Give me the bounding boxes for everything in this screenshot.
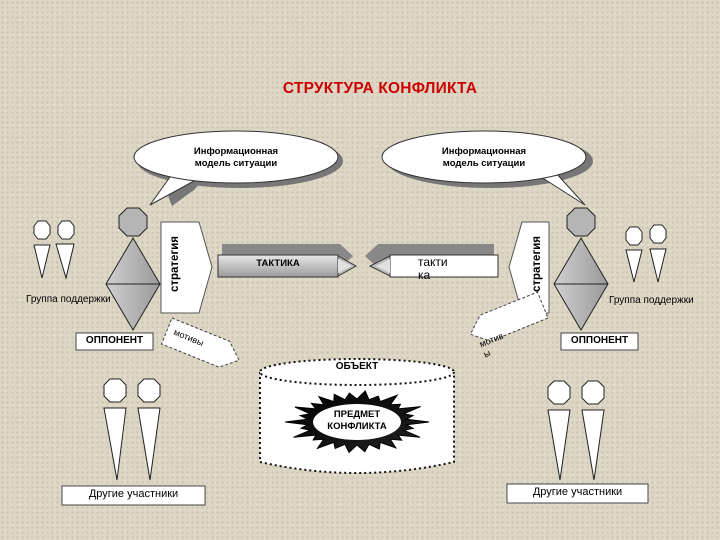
left-bubble [133,130,343,206]
right-strategy-label: стратегия [531,235,543,293]
left-strategy-arrow [160,221,213,314]
right-motives-arrow [469,291,549,342]
left-others-figures [103,378,161,481]
left-support-group-label: Группа поддержки [26,294,111,305]
right-others-label: Другие участники [532,486,623,498]
right-support-group-figures [625,224,667,283]
object-label: ОБЪЕКТ [335,361,379,372]
left-strategy-label: стратегия [169,235,181,293]
right-opponent-box [560,332,639,351]
left-support-group-figures [33,220,75,280]
left-tactic-bar [217,244,358,278]
left-opponent-label: ОППОНЕНТ [85,335,144,346]
diagram-title: СТРУКТУРА КОНФЛИКТА [282,80,478,97]
right-support-group-label: Группа поддержки [609,295,694,306]
right-opponent-figure [553,207,609,331]
left-others-label: Другие участники [88,488,179,500]
right-opponent-label: ОППОНЕНТ [570,335,629,346]
left-motives-arrow [160,317,240,368]
left-others-box [61,485,206,506]
right-tactic-bar [365,244,499,278]
subject-starburst [285,390,430,454]
right-others-figures [547,380,605,481]
right-others-box [506,483,649,504]
right-bubble [381,130,593,206]
left-tactic-label: ТАКТИКА [256,258,300,269]
left-opponent-box [75,332,154,351]
left-opponent-figure [105,207,161,331]
